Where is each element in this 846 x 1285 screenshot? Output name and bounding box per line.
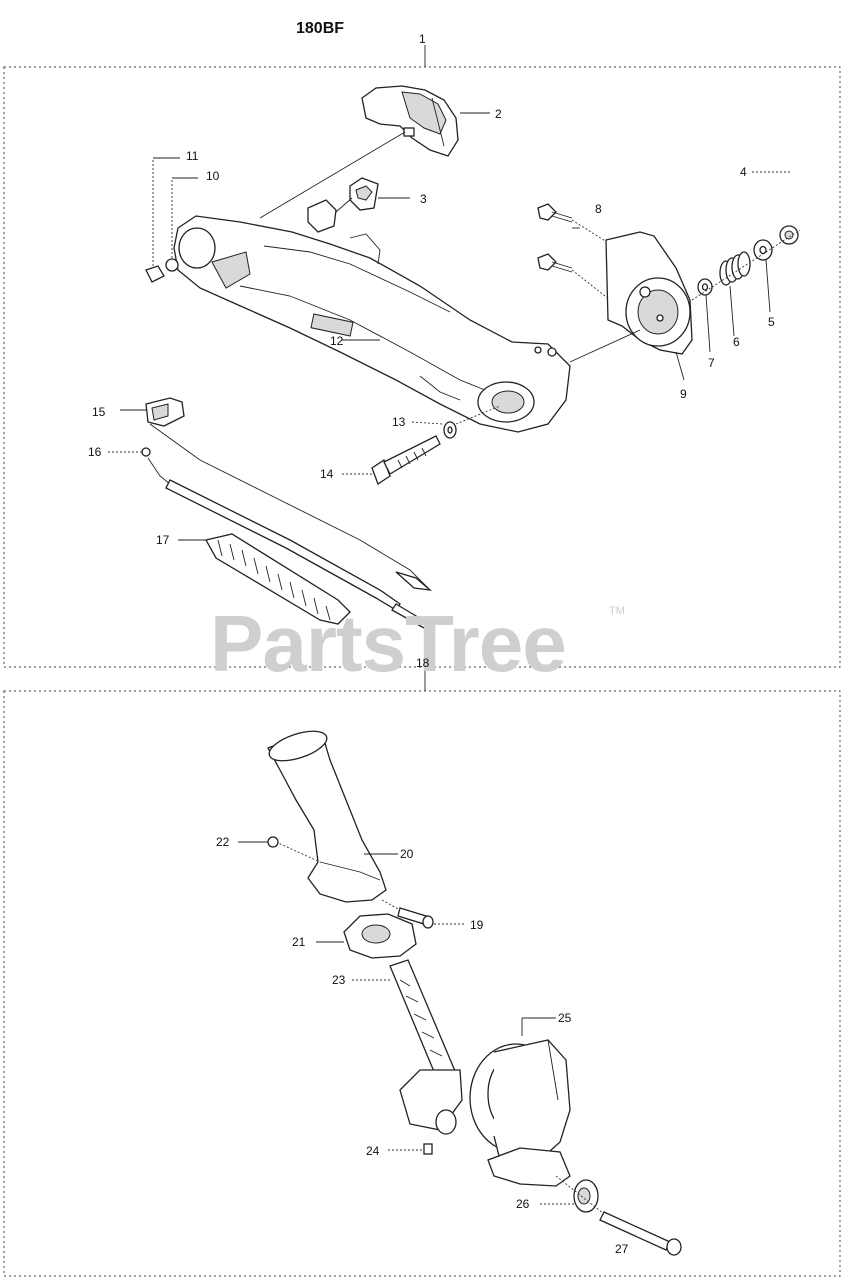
callout-21: 21 bbox=[292, 935, 306, 949]
part-24-nut bbox=[423, 1143, 433, 1155]
assembly-18-outline bbox=[3, 690, 841, 1277]
callout-14: 14 bbox=[320, 467, 334, 481]
callout-26: 26 bbox=[516, 1197, 530, 1211]
part-15-switch bbox=[145, 397, 185, 427]
part-26-knob bbox=[573, 1179, 599, 1213]
assembly-1-outline bbox=[3, 66, 841, 668]
part-16-terminal bbox=[141, 447, 151, 457]
watermark-trademark: TM bbox=[609, 605, 625, 617]
callout-1: 1 bbox=[419, 32, 426, 46]
callout-18: 18 bbox=[416, 656, 430, 670]
part-11-nut bbox=[145, 265, 165, 283]
part-25-shaft-clamp bbox=[469, 1039, 571, 1187]
callout-4: 4 bbox=[740, 165, 747, 179]
part-4-cap-nut bbox=[779, 225, 799, 245]
callout-15: 15 bbox=[92, 405, 106, 419]
part-21-clamp bbox=[343, 913, 417, 959]
part-27-bolt bbox=[599, 1211, 682, 1256]
callout-20: 20 bbox=[400, 847, 414, 861]
callout-8: 8 bbox=[595, 202, 602, 216]
callout-3: 3 bbox=[420, 192, 427, 206]
part-10-washer bbox=[165, 258, 179, 272]
part-19-screw bbox=[397, 907, 434, 929]
callout-6: 6 bbox=[733, 335, 740, 349]
part-9-bracket bbox=[605, 231, 693, 355]
callout-11: 11 bbox=[186, 149, 199, 163]
part-17-sleeve bbox=[205, 533, 351, 625]
callout-22: 22 bbox=[216, 835, 230, 849]
part-2-throttle-actuator bbox=[361, 85, 459, 157]
callout-16: 16 bbox=[88, 445, 102, 459]
callout-9: 9 bbox=[680, 387, 687, 401]
part-8-screws bbox=[537, 203, 573, 273]
page-title: 180BF bbox=[296, 20, 345, 37]
part-3-clip bbox=[349, 177, 379, 211]
part-15-cable bbox=[149, 423, 429, 589]
callout-24: 24 bbox=[366, 1144, 380, 1158]
callout-27: 27 bbox=[615, 1242, 629, 1256]
watermark: PartsTree bbox=[210, 599, 567, 688]
callout-19: 19 bbox=[470, 918, 484, 932]
part-23-shaft bbox=[389, 959, 463, 1135]
callout-10: 10 bbox=[206, 169, 220, 183]
callout-12: 12 bbox=[330, 334, 344, 348]
part-14-bolt bbox=[371, 435, 441, 485]
part-3-pin bbox=[307, 199, 337, 233]
callout-7: 7 bbox=[708, 356, 715, 370]
part-22-nut bbox=[267, 836, 279, 848]
part-20-grip-handle bbox=[267, 730, 387, 903]
callout-17: 17 bbox=[156, 533, 170, 547]
part-6-spring bbox=[719, 251, 751, 286]
callout-13: 13 bbox=[392, 415, 406, 429]
callout-2: 2 bbox=[495, 107, 502, 121]
callout-23: 23 bbox=[332, 973, 346, 987]
callout-25: 25 bbox=[558, 1011, 572, 1025]
callout-5: 5 bbox=[768, 315, 775, 329]
part-12-handle-arm bbox=[173, 215, 571, 433]
